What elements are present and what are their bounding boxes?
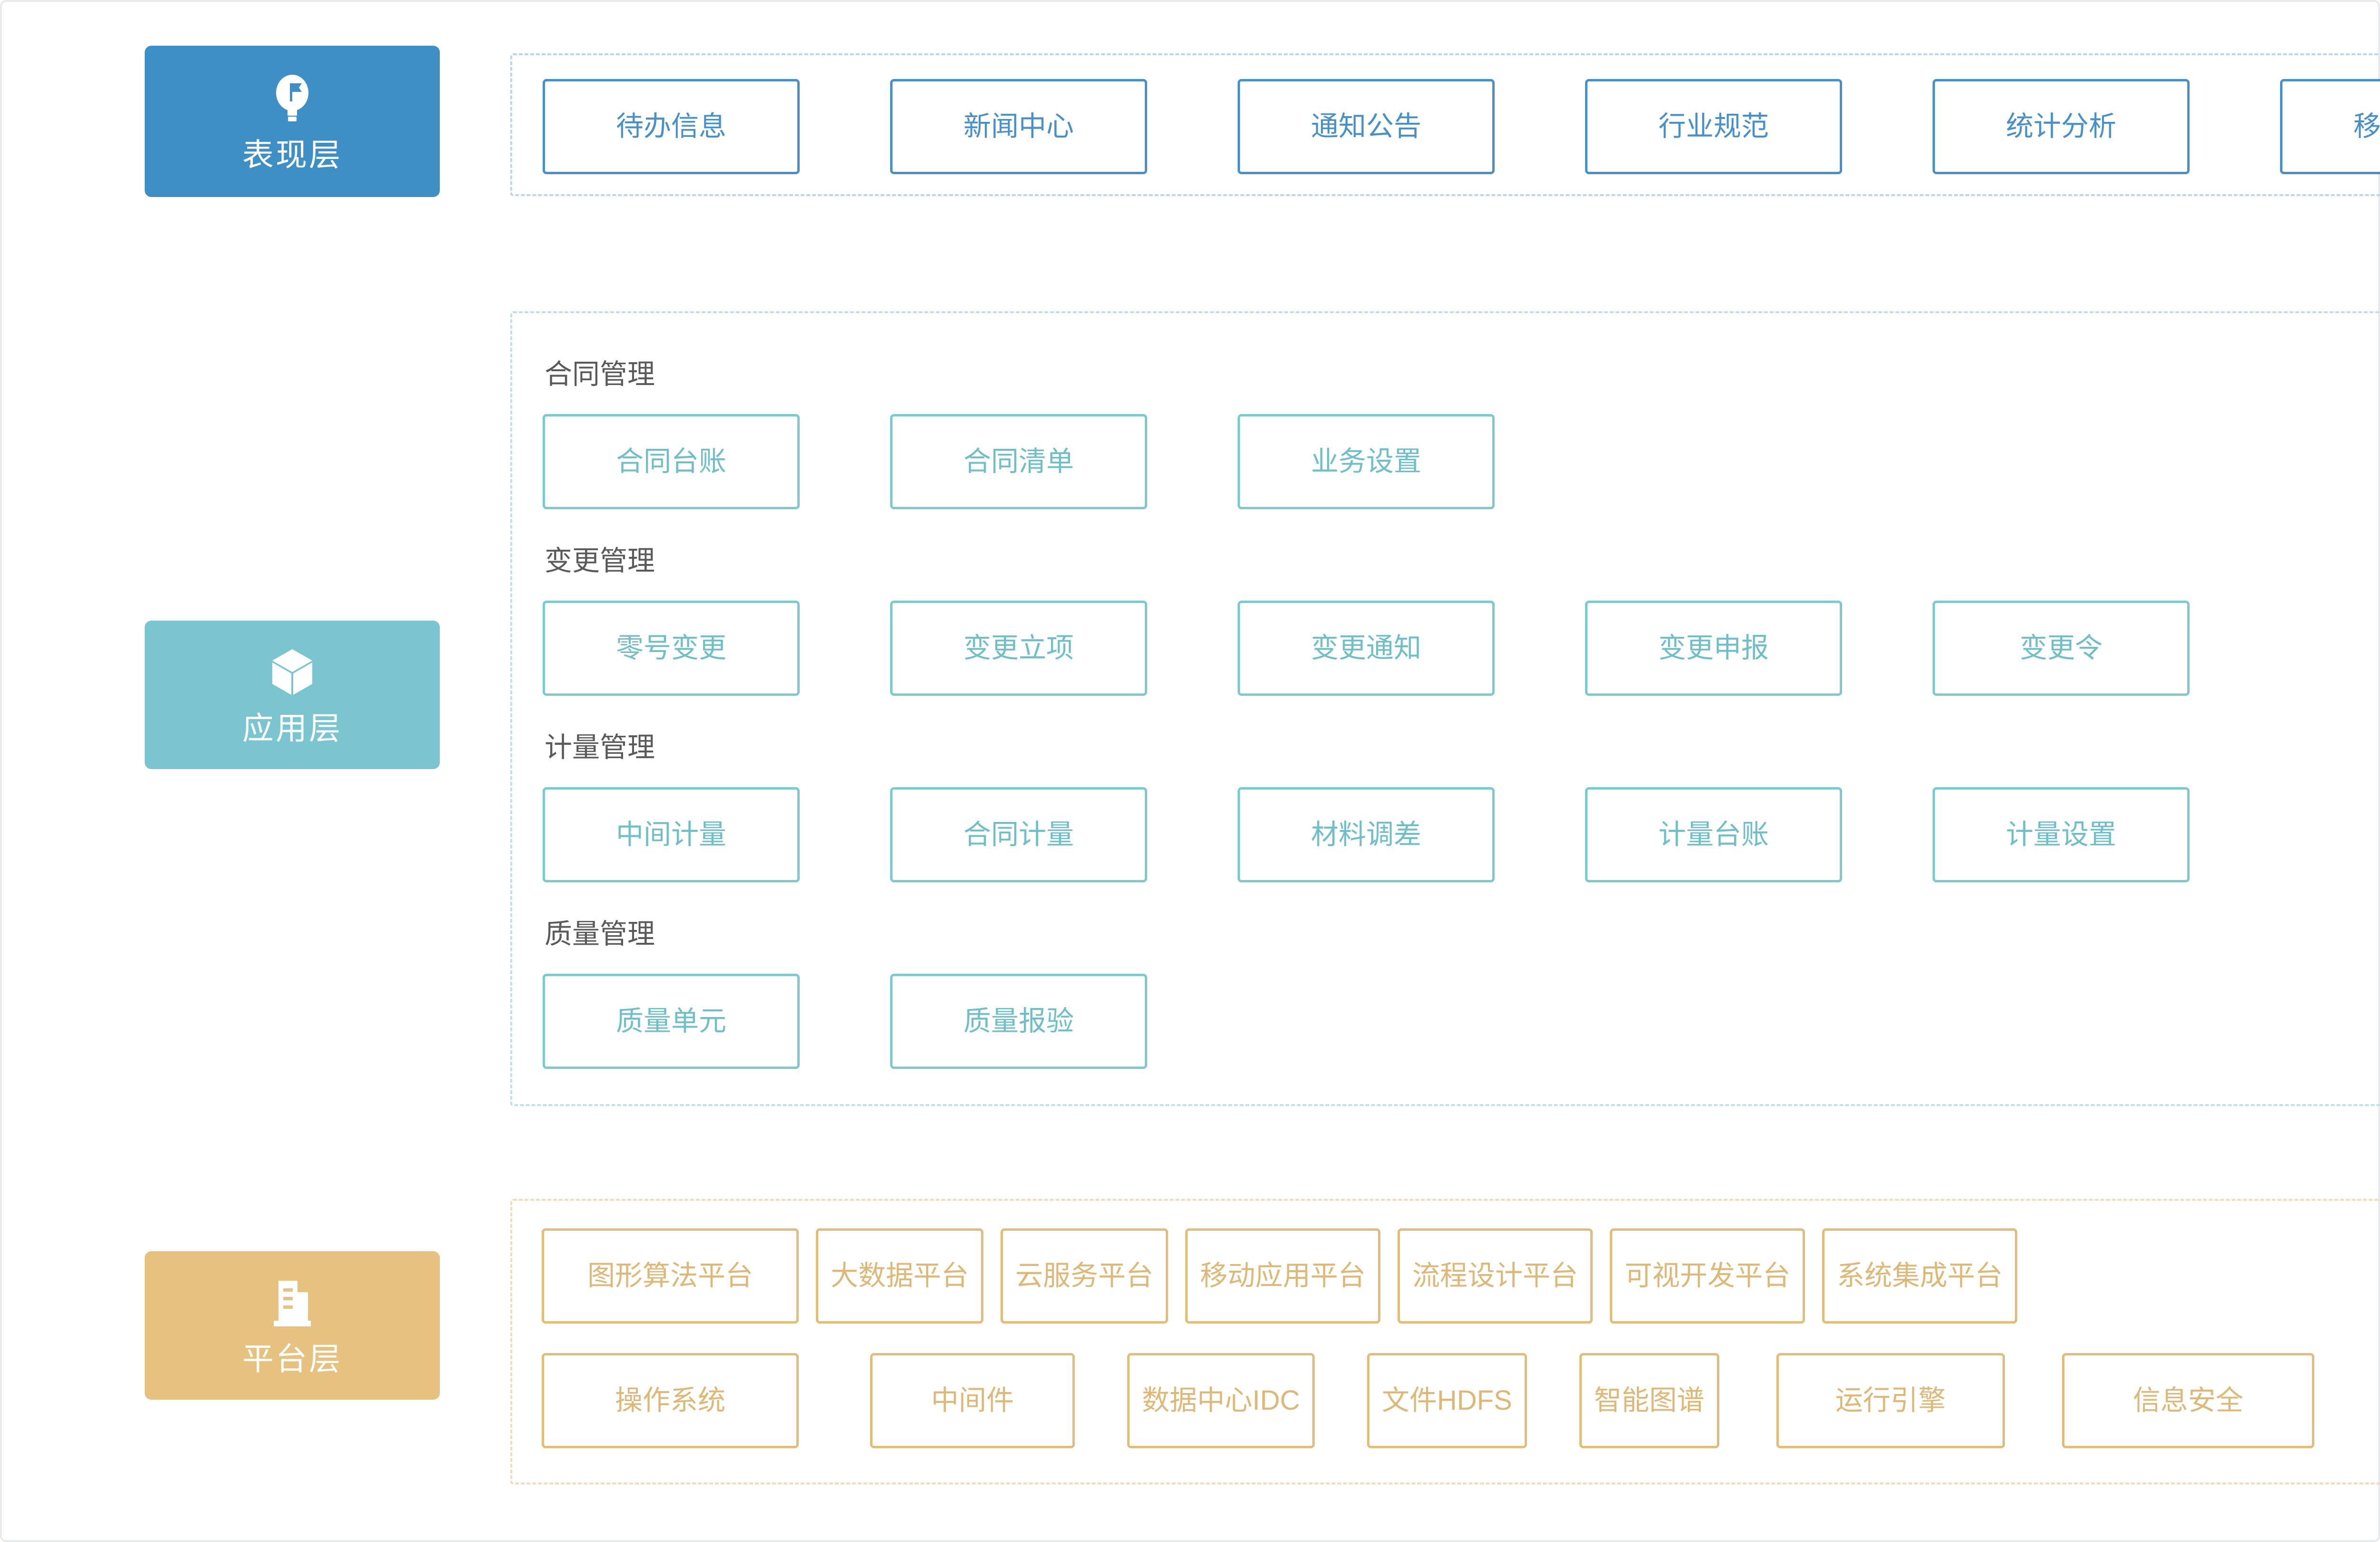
chip-liucheng-sheji-pingtai[interactable]: 流程设计平台 [1398,1228,1593,1324]
chip-caozuo-xitong[interactable]: 操作系统 [542,1353,799,1448]
chip-linghao-biangeng[interactable]: 零号变更 [543,601,800,696]
chip-yidong-yingyong[interactable]: 移动应用 [2280,79,2380,174]
layer-badge-application[interactable]: 应用层 [145,621,440,769]
chip-yewu-shezhi[interactable]: 业务设置 [1238,414,1495,509]
chip-biangeng-lixiang[interactable]: 变更立项 [890,601,1147,696]
chip-hetong-taizhang[interactable]: 合同台账 [543,414,800,509]
section-title-contract-management: 合同管理 [545,359,655,390]
layer-badge-label: 表现层 [242,137,342,172]
chip-dashuju-pingtai[interactable]: 大数据平台 [816,1228,984,1324]
presentation-chip-row: 待办信息 新闻中心 通知公告 行业规范 统计分析 移动应用 [543,79,2380,174]
platform-chip-row-2: 操作系统 中间件 数据中心IDC 文件HDFS 智能图谱 运行引擎 信息安全 [542,1353,2314,1448]
chip-biangeng-shenbao[interactable]: 变更申报 [1585,601,1842,696]
section-row-quality-management: 质量单元 质量报验 [543,974,1147,1069]
layer-badge-platform[interactable]: 平台层 [145,1251,440,1400]
chip-biangeng-tongzhi[interactable]: 变更通知 [1238,601,1495,696]
chip-keshi-kaifa-pingtai[interactable]: 可视开发平台 [1610,1228,1805,1324]
chip-yunfuwu-pingtai[interactable]: 云服务平台 [1001,1228,1169,1324]
section-row-measurement-management: 中间计量 合同计量 材料调差 计量台账 计量设置 [543,787,2190,882]
chip-zhiliang-baoyan[interactable]: 质量报验 [890,974,1147,1069]
chip-yunxing-yinqing[interactable]: 运行引擎 [1776,1353,2005,1448]
section-title-change-management: 变更管理 [545,545,655,576]
cube-icon [269,646,315,700]
chip-hetong-jiliang[interactable]: 合同计量 [890,787,1147,882]
chip-hetong-qingdan[interactable]: 合同清单 [890,414,1147,509]
chip-wenjian-hdfs[interactable]: 文件HDFS [1367,1353,1527,1448]
chip-shuju-zhongxin-idc[interactable]: 数据中心IDC [1127,1353,1315,1448]
layer-badge-presentation[interactable]: 表现层 [145,46,440,197]
platform-chip-row-1: 图形算法平台 大数据平台 云服务平台 移动应用平台 流程设计平台 可视开发平台 … [542,1228,2018,1324]
building-icon [270,1277,315,1331]
chip-xinwen-zhongxin[interactable]: 新闻中心 [890,79,1147,174]
chip-xitong-jicheng-pingtai[interactable]: 系统集成平台 [1822,1228,2018,1324]
section-title-quality-management: 质量管理 [545,919,655,949]
chip-hangye-guifan[interactable]: 行业规范 [1585,79,1842,174]
chip-zhineng-tupu[interactable]: 智能图谱 [1579,1353,1719,1448]
section-row-contract-management: 合同台账 合同清单 业务设置 [543,414,1495,509]
chip-tongzhi-gonggao[interactable]: 通知公告 [1238,79,1495,174]
chip-yidong-yingyong-pingtai[interactable]: 移动应用平台 [1185,1228,1381,1324]
chip-biangeng-ling[interactable]: 变更令 [1933,601,2190,696]
layer-badge-label: 平台层 [242,1341,342,1376]
chip-zhongjianjian[interactable]: 中间件 [870,1353,1075,1448]
chip-xinxi-anquan[interactable]: 信息安全 [2062,1353,2314,1448]
layer-badge-label: 应用层 [242,710,342,746]
presentation-layer-group: 待办信息 新闻中心 通知公告 行业规范 统计分析 移动应用 [510,53,2380,196]
chip-jiliang-taizhang[interactable]: 计量台账 [1585,787,1842,882]
platform-layer-group: 图形算法平台 大数据平台 云服务平台 移动应用平台 流程设计平台 可视开发平台 … [510,1199,2380,1484]
chip-daiban-xinxi[interactable]: 待办信息 [543,79,800,174]
section-title-measurement-management: 计量管理 [545,732,655,763]
chip-tongji-fenxi[interactable]: 统计分析 [1933,79,2190,174]
lightbulb-flag-icon [272,73,313,127]
chip-zhongjian-jiliang[interactable]: 中间计量 [543,787,800,882]
chip-zhiliang-danyuan[interactable]: 质量单元 [543,974,800,1069]
chip-cailiao-tiaocha[interactable]: 材料调差 [1238,787,1495,882]
chip-tuxing-suanfa-pingtai[interactable]: 图形算法平台 [542,1228,799,1324]
application-layer-group: 合同管理 合同台账 合同清单 业务设置 变更管理 零号变更 变更立项 变更通知 … [510,311,2380,1106]
section-row-change-management: 零号变更 变更立项 变更通知 变更申报 变更令 [543,601,2190,696]
chip-jiliang-shezhi[interactable]: 计量设置 [1933,787,2190,882]
